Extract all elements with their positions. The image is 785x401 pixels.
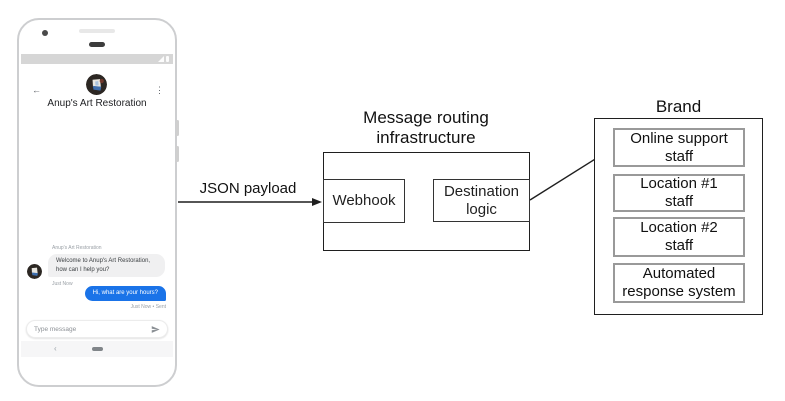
incoming-timestamp: Just Now (52, 281, 73, 287)
navigation-bar: ‹ (21, 341, 173, 357)
destination-logic-label: Destination logic (443, 182, 520, 218)
arrow-json-payload (178, 198, 322, 206)
status-bar (21, 54, 173, 64)
brand-box-online-support: Online support staff (613, 128, 745, 167)
destination-logic-box: Destination logic (433, 179, 530, 222)
webhook-box: Webhook (323, 179, 405, 223)
outgoing-message-bubble: Hi, what are your hours? (84, 286, 166, 301)
battery-icon (165, 55, 169, 63)
conversation-title: Anup's Art Restoration (47, 98, 147, 109)
outgoing-status: Just Now • Sent (130, 304, 166, 310)
message-input[interactable] (34, 325, 146, 333)
nav-home-icon[interactable] (92, 347, 103, 351)
avatar (86, 74, 107, 95)
nav-back-icon[interactable]: ‹ (54, 344, 57, 353)
brand-title: Brand (655, 97, 702, 116)
message-composer[interactable] (26, 320, 168, 338)
brand-box-automated-response: Automated response system (613, 263, 745, 303)
earpiece-slot (79, 29, 115, 33)
message-avatar (27, 264, 42, 279)
phone-mockup: ← ⋮ Anup's Art Restoration Anup's Art Re… (17, 18, 179, 387)
signal-icon (157, 56, 164, 62)
send-icon[interactable] (150, 324, 160, 334)
json-payload-label: JSON payload (199, 180, 297, 197)
brand-box-location-1: Location #1 staff (613, 174, 745, 212)
webhook-label: Webhook (332, 192, 396, 209)
back-icon[interactable]: ← (32, 85, 41, 95)
incoming-message-bubble: Welcome to Anup's Art Restoration, how c… (48, 254, 165, 277)
speaker-grille (89, 42, 105, 47)
camera-dot (42, 30, 48, 36)
more-options-icon[interactable]: ⋮ (155, 85, 164, 95)
volume-button (176, 146, 179, 162)
power-button (176, 120, 179, 136)
routing-title: Message routing infrastructure (363, 108, 489, 147)
brand-box-location-2: Location #2 staff (613, 217, 745, 257)
sender-name-label: Anup's Art Restoration (52, 245, 102, 251)
